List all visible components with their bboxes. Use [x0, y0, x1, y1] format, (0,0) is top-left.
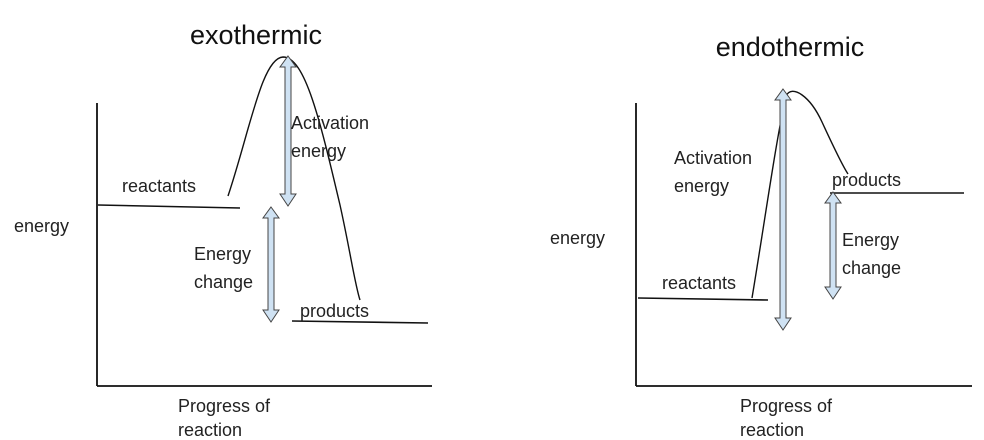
exo-x-axis-label-line2: reaction: [178, 420, 242, 440]
exo-reactants-label: reactants: [122, 176, 196, 196]
endo-energy-change-arrow: [824, 191, 842, 300]
endo-change-label-line1: Energy: [842, 230, 899, 250]
exo-products-label: products: [300, 301, 369, 321]
exo-reactants-level: [97, 204, 241, 209]
exo-reaction-curve: [227, 56, 361, 301]
exo-energy-change-arrow: [262, 206, 280, 323]
endo-activation-label-line1: Activation: [674, 148, 752, 168]
exothermic-panel: exothermic energy Progress of reaction r…: [14, 20, 432, 440]
endo-change-label-line2: change: [842, 258, 901, 278]
endo-activation-arrow: [774, 88, 792, 331]
endo-activation-label-line2: energy: [674, 176, 729, 196]
endo-y-axis-label: energy: [550, 228, 605, 248]
exo-activation-label-line2: energy: [291, 141, 346, 161]
exo-change-label-line2: change: [194, 272, 253, 292]
exo-activation-arrow: [279, 55, 297, 207]
exo-x-axis-label-line1: Progress of: [178, 396, 271, 416]
endo-products-label: products: [832, 170, 901, 190]
exo-change-label-line1: Energy: [194, 244, 251, 264]
endo-x-axis-label-line1: Progress of: [740, 396, 833, 416]
endo-x-axis-label-line2: reaction: [740, 420, 804, 440]
exothermic-title: exothermic: [190, 20, 322, 50]
endo-reactants-label: reactants: [662, 273, 736, 293]
endothermic-panel: endothermic energy Progress of reaction …: [550, 32, 972, 440]
exo-activation-label-line1: Activation: [291, 113, 369, 133]
endo-reactants-level: [637, 297, 769, 301]
endothermic-title: endothermic: [716, 32, 865, 62]
exo-y-axis-label: energy: [14, 216, 69, 236]
exo-products-level: [291, 320, 429, 324]
